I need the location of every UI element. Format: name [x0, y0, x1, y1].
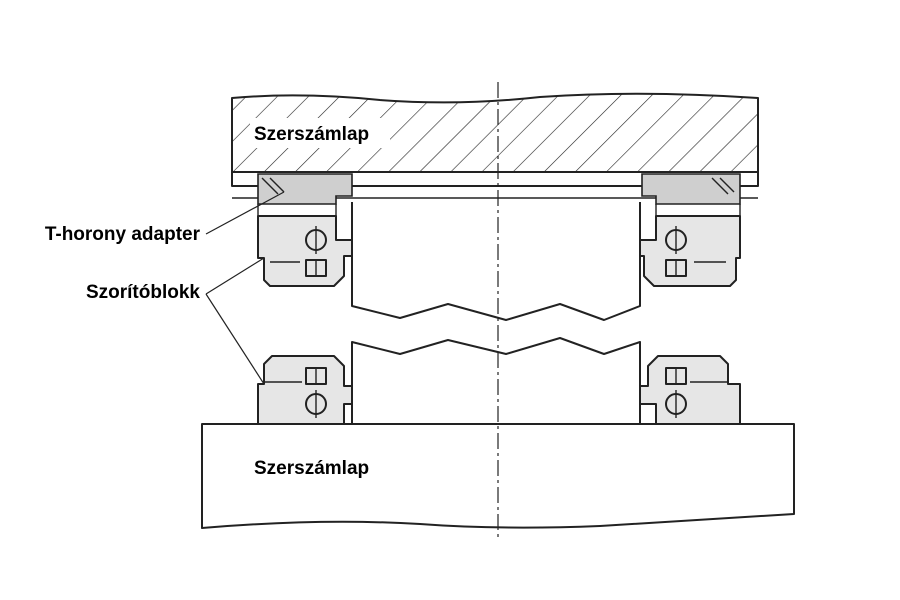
t-slot-adapter-left — [257, 173, 353, 205]
clamping-block-label: Szorítóblokk — [86, 282, 200, 303]
lower-plate-label: Szerszámlap — [254, 458, 369, 479]
clamping-block-lower-right — [639, 355, 741, 425]
t-slot-adapter-label: T-horony adapter — [45, 224, 201, 245]
upper-plate-label: Szerszámlap — [254, 124, 369, 145]
clamping-block-upper-right — [639, 204, 741, 287]
clamping-block-lower-left — [257, 355, 353, 425]
lower-die-body — [351, 337, 641, 424]
clamping-block-upper-left — [257, 204, 353, 287]
upper-tool-plate — [231, 92, 759, 199]
upper-die-body — [351, 202, 641, 321]
leader-lines — [205, 191, 285, 385]
lower-tool-plate — [201, 423, 795, 529]
t-slot-adapter-right — [641, 173, 741, 205]
